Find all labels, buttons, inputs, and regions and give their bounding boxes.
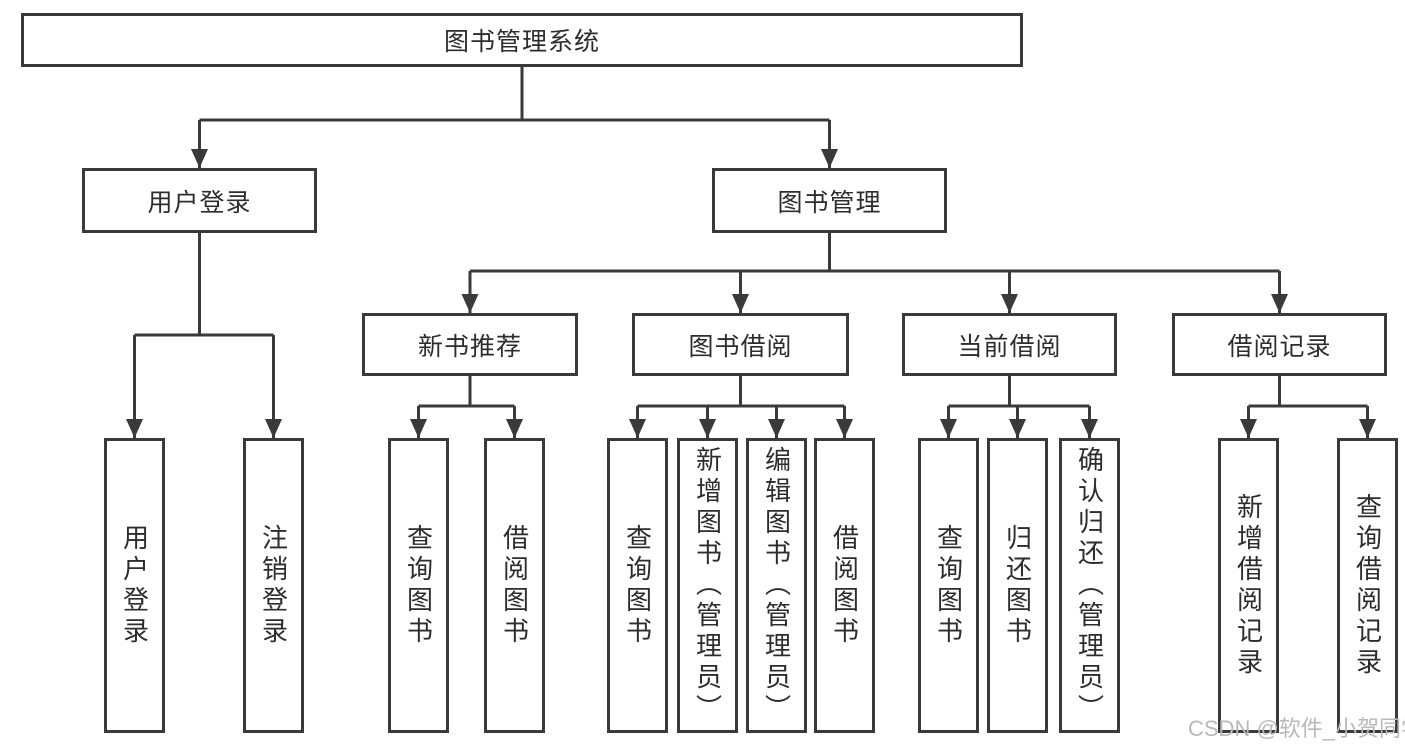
node-user-login-label: 用户登录 [147, 188, 252, 217]
leaf-borrow-books-recommend: 借阅图书 [484, 438, 545, 733]
leaf-return-book: 归还图书 [987, 438, 1048, 733]
leaf-confirm-return-admin: 确认归还（管理员） [1059, 438, 1120, 733]
leaf-confirm-return-admin-label: 确认归还（管理员） [1074, 446, 1105, 725]
leaf-return-book-label: 归还图书 [1002, 523, 1033, 648]
node-book-borrow-label: 图书借阅 [688, 332, 793, 361]
node-book-borrow: 图书借阅 [632, 313, 849, 376]
leaf-query-books-recommend-label: 查询图书 [403, 523, 434, 648]
leaf-logout-label: 注销登录 [258, 523, 289, 648]
leaf-add-borrow-record-label: 新增借阅记录 [1233, 492, 1264, 679]
leaf-query-books-recommend: 查询图书 [388, 438, 449, 733]
leaf-query-books-current-label: 查询图书 [933, 523, 964, 648]
leaf-edit-book-admin: 编辑图书（管理员） [746, 438, 807, 733]
leaf-logout: 注销登录 [243, 438, 304, 733]
node-library-system: 图书管理系统 [21, 13, 1023, 67]
node-new-book-recommend: 新书推荐 [362, 313, 578, 376]
leaf-borrow-books-label: 借阅图书 [829, 523, 860, 648]
node-new-book-recommend-label: 新书推荐 [417, 332, 522, 361]
node-user-login: 用户登录 [82, 168, 317, 233]
node-library-system-label: 图书管理系统 [443, 28, 600, 56]
leaf-edit-book-admin-label: 编辑图书（管理员） [761, 446, 792, 725]
leaf-query-books-borrow: 查询图书 [607, 438, 668, 733]
leaf-borrow-books-recommend-label: 借阅图书 [499, 523, 530, 648]
node-borrow-records: 借阅记录 [1172, 313, 1387, 376]
leaf-query-books-borrow-label: 查询图书 [622, 523, 653, 648]
leaf-borrow-books: 借阅图书 [814, 438, 875, 733]
leaf-add-book-admin-label: 新增图书（管理员） [692, 446, 723, 725]
connector-lines [133, 67, 1369, 438]
node-current-borrow-label: 当前借阅 [957, 332, 1062, 361]
leaf-query-borrow-record: 查询借阅记录 [1337, 438, 1398, 733]
node-book-management: 图书管理 [712, 168, 947, 233]
leaf-add-borrow-record: 新增借阅记录 [1218, 438, 1279, 733]
leaf-add-book-admin: 新增图书（管理员） [677, 438, 738, 733]
node-book-management-label: 图书管理 [777, 188, 882, 217]
leaf-user-login: 用户登录 [104, 438, 165, 733]
leaf-query-books-current: 查询图书 [918, 438, 979, 733]
node-borrow-records-label: 借阅记录 [1227, 332, 1332, 361]
leaf-query-borrow-record-label: 查询借阅记录 [1352, 492, 1383, 679]
node-current-borrow: 当前借阅 [902, 313, 1117, 376]
csdn-watermark: CSDN @软件_小贺同学 [1188, 716, 1405, 741]
leaf-user-login-label: 用户登录 [119, 523, 150, 648]
